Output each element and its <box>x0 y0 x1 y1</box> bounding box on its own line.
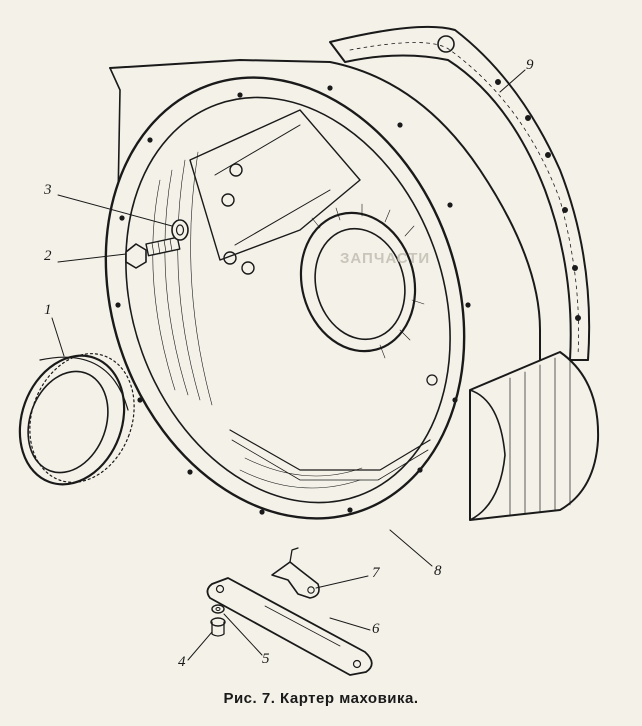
callout-2: 2 <box>44 248 52 264</box>
screw-4 <box>210 617 226 637</box>
washer-5 <box>211 604 225 614</box>
watermark: ЗАПЧАСТИ <box>340 250 431 267</box>
seal-1 <box>18 353 135 486</box>
callout-4: 4 <box>178 654 186 670</box>
figure-caption: Рис. 7. Картер маховика. <box>223 690 419 707</box>
bolt-2 <box>125 236 181 269</box>
housing-flange-8 <box>104 76 471 520</box>
leader-lines <box>51 69 526 661</box>
callout-1: 1 <box>44 302 52 318</box>
callout-7: 7 <box>372 565 380 581</box>
callout-8: 8 <box>434 563 442 579</box>
callout-9: 9 <box>526 57 534 73</box>
washer-3 <box>171 219 189 241</box>
callout-6: 6 <box>372 621 380 637</box>
cover-plate-6 <box>206 577 373 676</box>
bracket-7 <box>271 547 320 599</box>
callout-5: 5 <box>262 651 270 667</box>
housing-interior <box>189 109 438 481</box>
callout-3: 3 <box>44 182 52 198</box>
housing-body <box>109 59 600 521</box>
gasket-9 <box>329 25 591 361</box>
